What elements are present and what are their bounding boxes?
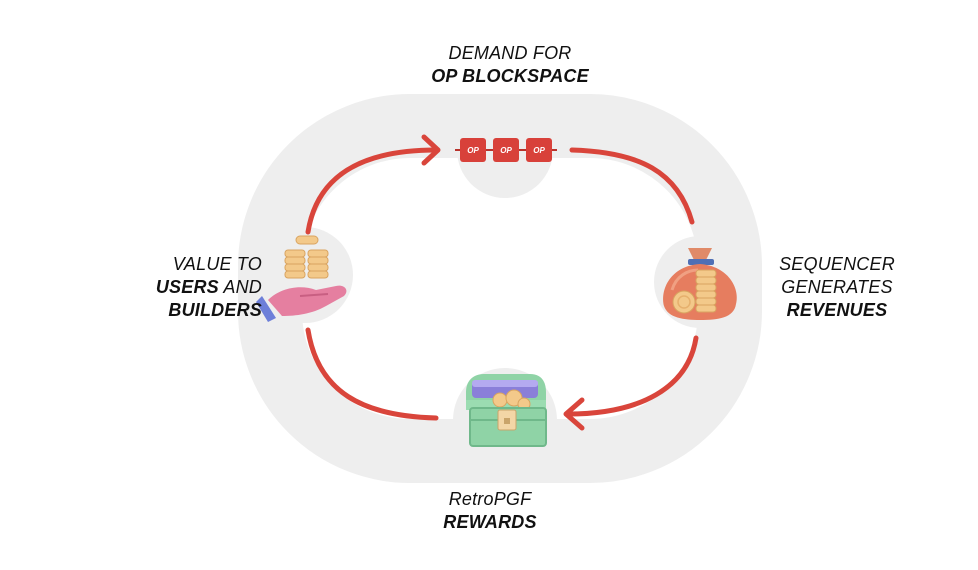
label-line: SEQUENCER bbox=[779, 254, 895, 274]
label-line: GENERATES bbox=[781, 277, 893, 297]
value-to-users-and-builders-label: VALUE TO USERS AND BUILDERS bbox=[112, 253, 262, 322]
hand-with-coins-icon bbox=[256, 235, 347, 322]
op-block: OP bbox=[526, 138, 552, 162]
label-word: USERS bbox=[155, 277, 219, 297]
money-bag-icon bbox=[663, 248, 737, 320]
label-line: REVENUES bbox=[786, 300, 888, 320]
arrow-right-to-bottom-head bbox=[563, 397, 585, 431]
arrow-left-to-top-head bbox=[421, 134, 441, 166]
label-line: OP BLOCKSPACE bbox=[431, 66, 589, 86]
label-line: USERS AND bbox=[112, 276, 262, 299]
op-block: OP bbox=[493, 138, 519, 162]
label-line: REWARDS bbox=[443, 512, 537, 532]
label-line: RetroPGF bbox=[448, 489, 532, 509]
op-block: OP bbox=[460, 138, 486, 162]
svg-text:OP: OP bbox=[500, 146, 512, 155]
arrow-left-to-top bbox=[305, 147, 439, 235]
arrow-bottom-to-left bbox=[305, 327, 439, 421]
treasure-chest-icon bbox=[466, 374, 547, 447]
sequencer-generates-revenues-label: SEQUENCER GENERATES REVENUES bbox=[762, 253, 912, 322]
label-line: BUILDERS bbox=[168, 300, 262, 320]
arrow-top-to-right bbox=[569, 147, 695, 225]
demand-for-op-blockspace-label: DEMAND FOR OP BLOCKSPACE bbox=[390, 42, 630, 88]
arrow-right-to-bottom bbox=[565, 335, 699, 417]
svg-text:OP: OP bbox=[533, 146, 545, 155]
op-block-chain-icon: OP OP OP bbox=[455, 138, 557, 162]
label-word: AND bbox=[218, 277, 262, 297]
retropgf-rewards-label: RetroPGF REWARDS bbox=[405, 488, 575, 534]
label-line: VALUE TO bbox=[172, 254, 262, 274]
svg-text:OP: OP bbox=[467, 146, 479, 155]
label-line: DEMAND FOR bbox=[448, 43, 572, 63]
